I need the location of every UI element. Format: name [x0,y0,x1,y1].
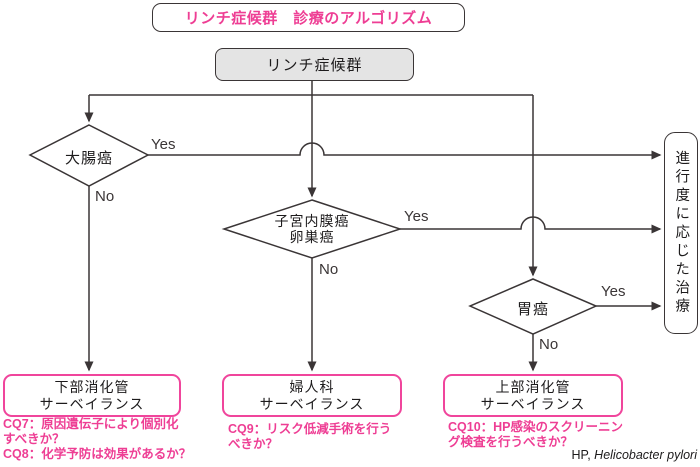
diagram-title: リンチ症候群 診療のアルゴリズム [152,3,465,32]
surveillance-gynecology-line2: サーベイランス [259,395,365,412]
cq-note-line: べきか？ [228,437,279,451]
start-node-lynch-syndrome: リンチ症候群 [215,48,414,81]
surveillance-upper-gi-line1: 上部消化管 [495,378,571,395]
endometrial-yes-label: Yes [404,208,429,225]
surveillance-upper-gi-line2: サーベイランス [480,395,586,412]
cq-note-line: すべきか？ [3,432,65,446]
treatment-node-label: 進行度に応じた治療 [673,149,690,317]
surveillance-lower-gi-box: 下部消化管 サーベイランス [3,374,181,417]
cq-note-gynecology: CQ9：リスク低減手術を行う べきか？ [228,422,433,452]
decision-colorectal-diamond [28,124,150,187]
treatment-node: 進行度に応じた治療 [664,132,698,334]
gastric-yes-label: Yes [601,283,626,300]
decision-gastric-diamond [468,278,598,335]
decision-endometrial-line2: 卵巣癌 [289,229,335,245]
cq-note-line: CQ10：HP感染のスクリーニン [448,420,624,434]
surveillance-lower-gi-line1: 下部消化管 [54,378,130,395]
connector-endometrial-yes [400,216,662,234]
cq-note-line: グ検査を行うべきか？ [448,435,574,449]
decision-endometrial-line1: 子宮内膜癌 [274,213,350,229]
endometrial-no-label: No [319,261,339,278]
footnote-species-term: Helicobacter pylori [594,448,697,462]
cq-note-upper-gi: CQ10：HP感染のスクリーニン グ検査を行うべきか？ [448,420,663,450]
gastric-no-label: No [539,336,559,353]
surveillance-lower-gi-line2: サーベイランス [39,395,145,412]
decision-colorectal-label: 大腸癌 [64,150,113,167]
colorectal-no-label: No [95,188,115,205]
surveillance-upper-gi-box: 上部消化管 サーベイランス [443,374,623,417]
decision-endometrial-diamond [221,199,403,259]
cq-note-line: CQ9：リスク低減手術を行う [228,422,392,436]
surveillance-gynecology-line1: 婦人科 [289,378,335,395]
footnote-abbr: HP, [571,448,595,462]
decision-gastric-label: 胃癌 [516,301,549,318]
cq-note-line: CQ8：化学予防は効果があるか？ [3,447,192,461]
hp-abbreviation-footnote: HP, Helicobacter pylori [430,448,697,462]
decision-endometrial-label: 子宮内膜癌 卵巣癌 [242,213,382,245]
cq-note-line: CQ7：原因遺伝子により個別化 [3,417,179,431]
colorectal-yes-label: Yes [151,136,176,153]
cq-note-lower-gi: CQ7：原因遺伝子により個別化 すべきか？ CQ8：化学予防は効果があるか？ [3,417,228,462]
connector-colorectal-yes [148,142,662,160]
surveillance-gynecology-box: 婦人科 サーベイランス [222,374,402,417]
